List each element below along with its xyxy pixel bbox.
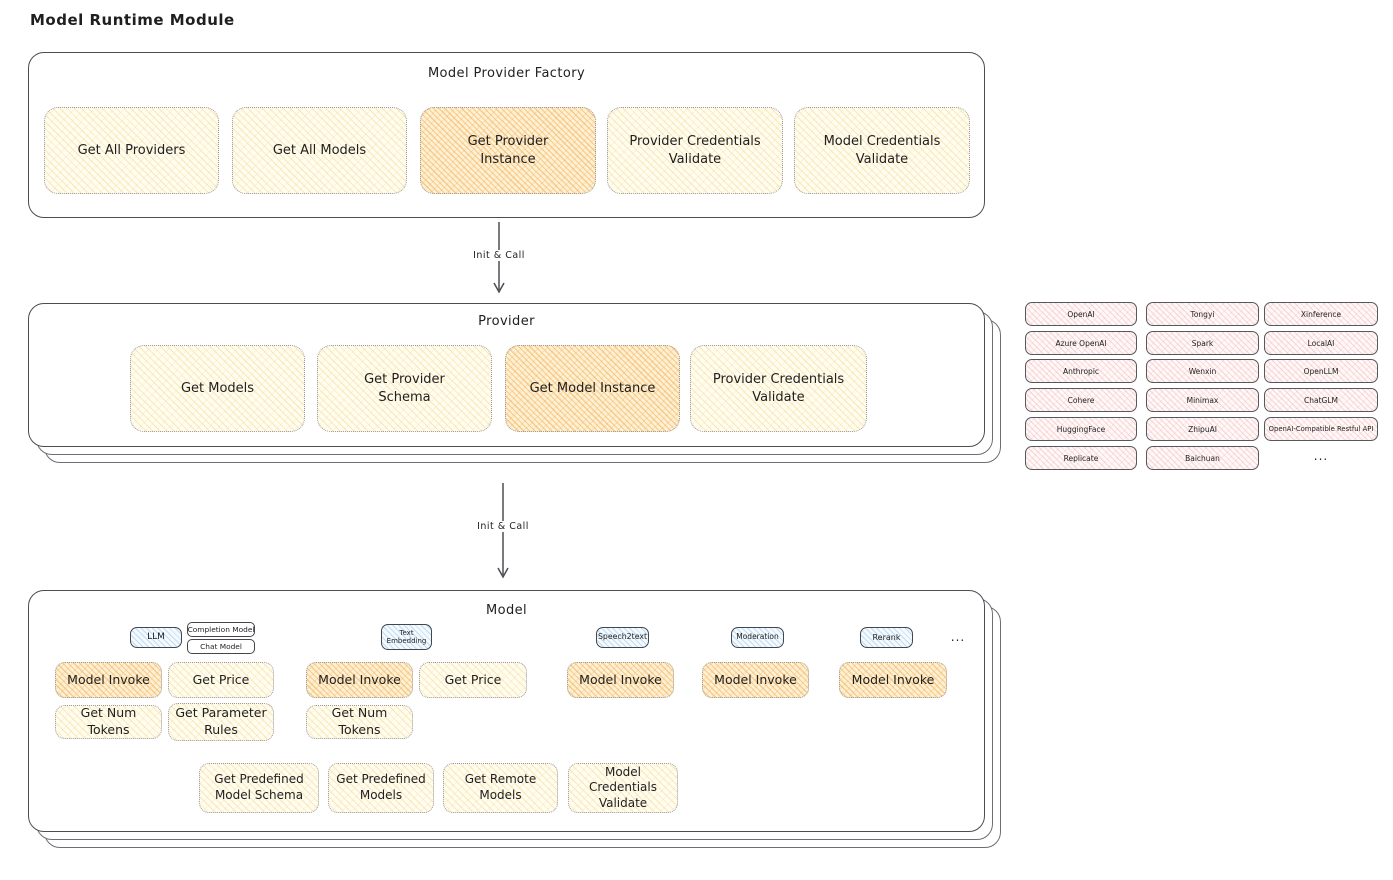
provider-pill-localai: LocalAI (1264, 331, 1378, 355)
node-get-predefined-model-schema: Get Predefined Model Schema (199, 763, 319, 813)
node-llm-get-num-tokens: Get Num Tokens (55, 705, 162, 739)
provider-pill-openai: OpenAI (1025, 302, 1137, 326)
node-rerank-model-invoke: Model Invoke (839, 662, 947, 698)
provider-pill-huggingface: HuggingFace (1025, 417, 1137, 441)
tab-completion-model: Completion Model (187, 622, 255, 637)
provider-pill-zhipuai: ZhipuAI (1146, 417, 1259, 441)
node-provider-credentials-validate-factory: Provider Credentials Validate (607, 107, 783, 194)
factory-box-title: Model Provider Factory (427, 66, 586, 81)
node-provider-credentials-validate: Provider Credentials Validate (690, 345, 867, 432)
node-get-all-providers: Get All Providers (44, 107, 219, 194)
provider-pill-replicate: Replicate (1025, 446, 1137, 470)
tab-rerank: Rerank (860, 627, 913, 648)
tab-chat-model: Chat Model (187, 639, 255, 654)
page-title: Model Runtime Module (30, 11, 235, 29)
node-model-credentials-validate-factory: Model Credentials Validate (794, 107, 970, 194)
arrow-label-init-call-bottom: Init & Call (473, 521, 533, 532)
node-get-model-instance: Get Model Instance (505, 345, 680, 432)
arrow-label-init-call-top: Init & Call (469, 250, 529, 261)
provider-pill-baichuan: Baichuan (1146, 446, 1259, 470)
provider-pill-azure-openai: Azure OpenAI (1025, 331, 1137, 355)
node-get-provider-schema: Get Provider Schema (317, 345, 492, 432)
provider-pill-chatglm: ChatGLM (1264, 388, 1378, 412)
tab-text-embedding: Text Embedding (381, 624, 432, 650)
provider-pill-xinference: Xinference (1264, 302, 1378, 326)
tab-moderation: Moderation (731, 627, 784, 648)
provider-pill-minimax: Minimax (1146, 388, 1259, 412)
provider-pill-anthropic: Anthropic (1025, 359, 1137, 383)
node-get-models: Get Models (130, 345, 305, 432)
provider-list-more: ... (1313, 449, 1329, 463)
node-embedding-get-price: Get Price (419, 662, 527, 698)
node-get-all-models: Get All Models (232, 107, 407, 194)
arrow-down-icon (497, 483, 509, 579)
node-model-credentials-validate: Model Credentials Validate (568, 763, 678, 813)
provider-pill-tongyi: Tongyi (1146, 302, 1259, 326)
node-embedding-model-invoke: Model Invoke (306, 662, 413, 698)
node-get-provider-instance: Get Provider Instance (420, 107, 596, 194)
node-llm-get-price: Get Price (168, 662, 274, 698)
model-box-title: Model (485, 603, 528, 618)
node-embedding-get-num-tokens: Get Num Tokens (306, 705, 413, 739)
provider-box-title: Provider (478, 314, 535, 329)
node-get-predefined-models: Get Predefined Models (328, 763, 434, 813)
node-llm-get-parameter-rules: Get Parameter Rules (168, 703, 274, 741)
provider-pill-spark: Spark (1146, 331, 1259, 355)
provider-pill-cohere: Cohere (1025, 388, 1137, 412)
node-moderation-model-invoke: Model Invoke (702, 662, 809, 698)
provider-pill-wenxin: Wenxin (1146, 359, 1259, 383)
node-speech2text-model-invoke: Model Invoke (567, 662, 674, 698)
tab-llm: LLM (130, 627, 182, 648)
tabs-more: ... (950, 630, 966, 644)
provider-pill-openai-compatible: OpenAI-Compatible Restful API (1264, 417, 1378, 441)
node-llm-model-invoke: Model Invoke (55, 662, 162, 698)
node-get-remote-models: Get Remote Models (443, 763, 558, 813)
tab-speech2text: Speech2text (596, 627, 649, 648)
provider-pill-openllm: OpenLLM (1264, 359, 1378, 383)
